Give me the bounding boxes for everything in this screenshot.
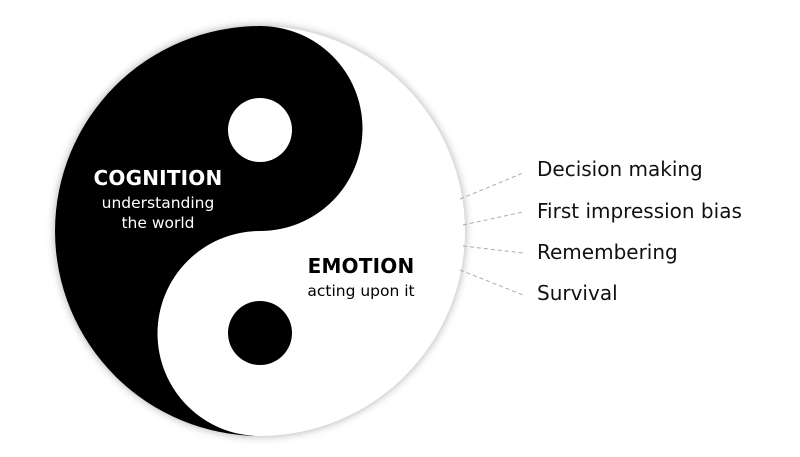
cognition-subtitle-2: the world xyxy=(121,214,195,232)
emotion-subtitle: acting upon it xyxy=(307,282,415,300)
label-remembering: Remembering xyxy=(537,240,678,264)
connector-line xyxy=(462,245,524,254)
emotion-title: EMOTION xyxy=(307,254,415,278)
white-dot xyxy=(228,98,292,162)
label-survival: Survival xyxy=(537,281,618,305)
emotion-block: EMOTION acting upon it xyxy=(271,254,451,301)
connector-line xyxy=(459,172,524,200)
label-first-impression-bias: First impression bias xyxy=(537,199,742,223)
connector-line xyxy=(459,269,524,296)
cognition-subtitle-1: understanding xyxy=(101,194,215,212)
cognition-title: COGNITION xyxy=(93,166,223,190)
connector-line xyxy=(462,211,524,226)
black-dot xyxy=(228,301,292,365)
cognition-block: COGNITION understanding the world xyxy=(68,166,248,233)
label-decision-making: Decision making xyxy=(537,157,703,181)
